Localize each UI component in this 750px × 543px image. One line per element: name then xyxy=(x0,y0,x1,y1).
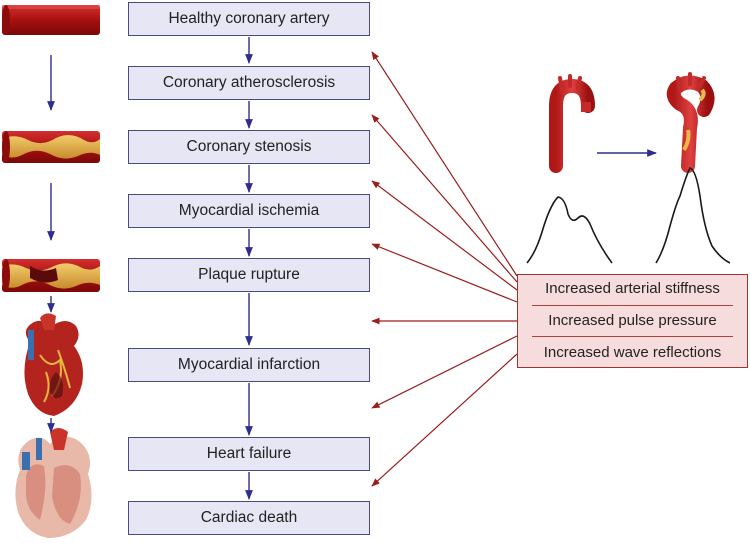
factor-divider xyxy=(532,304,733,306)
normal-aorta-icon xyxy=(549,74,595,173)
stage-cardiac-death: Cardiac death xyxy=(128,501,370,535)
factor-pulse-pressure: Increased pulse pressure xyxy=(548,311,717,329)
risk-factors-panel: Increased arterial stiffness Increased p… xyxy=(517,274,748,368)
normal-pulse-wave-icon xyxy=(526,196,613,264)
factor-wave-reflections: Increased wave reflections xyxy=(543,343,722,361)
stage-coronary-atherosclerosis: Coronary atherosclerosis xyxy=(128,66,370,100)
factor-arterial-stiffness: Increased arterial stiffness xyxy=(545,280,720,298)
stage-coronary-stenosis: Coronary stenosis xyxy=(128,130,370,164)
infarcted-heart-icon xyxy=(24,313,84,416)
stage-healthy-coronary-artery: Healthy coronary artery xyxy=(128,2,370,36)
narrowed-artery-icon xyxy=(2,131,100,163)
healthy-artery-icon xyxy=(2,5,100,35)
factor-arrows xyxy=(371,51,518,487)
ruptured-plaque-artery-icon xyxy=(2,259,100,292)
stage-myocardial-infarction: Myocardial infarction xyxy=(128,348,370,382)
augmented-pulse-wave-icon xyxy=(655,167,731,264)
stage-heart-failure: Heart failure xyxy=(128,437,370,471)
stage-myocardial-ischemia: Myocardial ischemia xyxy=(128,194,370,228)
stiff-aorta-icon xyxy=(666,72,715,173)
factor-divider xyxy=(532,336,733,338)
failing-heart-icon xyxy=(15,428,92,538)
stage-plaque-rupture: Plaque rupture xyxy=(128,258,370,292)
